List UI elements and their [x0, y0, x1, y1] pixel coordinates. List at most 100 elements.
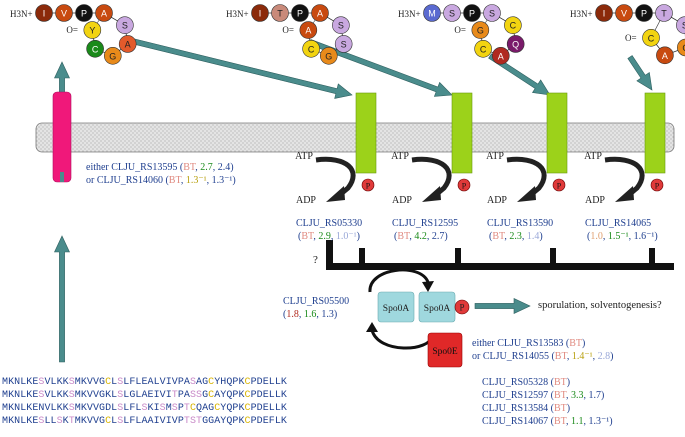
residue-1-9: [83, 21, 102, 39]
sequence-row: MKNLKENVLKKSMKVVGDLSLFLSKISMSPTCQAGCYQPK…: [2, 403, 287, 414]
residue-2-4: [311, 4, 329, 22]
spo0e-label: Spo0E: [432, 347, 458, 357]
residue-3-5: [504, 16, 522, 34]
residue-2-8: [302, 40, 320, 58]
residue-letter-3-7: A: [498, 51, 504, 61]
residue-letter-1-9: Y: [89, 26, 95, 36]
residue-letter-1-7: G: [109, 51, 116, 61]
phosphorylation-arc: [368, 268, 430, 293]
residue-1-5: [116, 16, 134, 34]
kinase-gene-name-4: CLJU_RS14065: [585, 218, 652, 229]
sequence-row: MKNLKESVLKKSMKVVGKLSLGLAEIVITPASSGCAYQPK…: [2, 390, 287, 401]
adp-label-3: ADP: [487, 195, 507, 206]
residue-2-3: [291, 4, 309, 22]
residue-2-9: [299, 21, 318, 39]
residue-3-8: [474, 40, 492, 58]
adp-label-2: ADP: [392, 195, 412, 206]
residue-letter-1-6: A: [125, 39, 131, 49]
residue-letter-2-5: S: [338, 21, 344, 31]
arrow-peptide2-to-kinase2: [308, 39, 453, 97]
kinase-gene-values-4: (1.0, 1.5⁻¹, 1.6⁻¹): [587, 231, 658, 242]
kinase-gene-values-2: (BT, 4.2, 2.7): [394, 231, 448, 242]
histidine-kinase-2: [451, 92, 473, 174]
residue-letter-1-5: S: [122, 21, 128, 31]
residue-2-7: [319, 46, 338, 65]
carbonyl-oxygen-4: O=: [625, 33, 637, 43]
spo0a-phospho: [454, 299, 470, 315]
histidine-kinase-4: [644, 92, 666, 174]
residue-letter-2-8: C: [308, 44, 315, 54]
residue-2-2: [271, 4, 289, 22]
phospho-label-4: P: [655, 182, 660, 191]
residue-3-6: [506, 35, 525, 53]
histidine-kinase-1: [355, 92, 377, 174]
spo0e-box: [427, 332, 463, 368]
arrow-to-outcome: [474, 298, 531, 314]
sequence-gene-label: CLJU_RS13584 (BT): [482, 403, 571, 414]
sequence-row: MKNLKESLLSKTMKVVGCLSLFLAAIVIVPTSTGGAYQPK…: [2, 416, 287, 427]
phospho-3: [552, 178, 566, 192]
phospho-label-3: P: [557, 182, 562, 191]
residue-letter-3-2: S: [449, 9, 455, 19]
spo0a-gene-name: CLJU_RS05500: [283, 296, 350, 307]
residue-3-2: [443, 4, 461, 22]
residue-letter-2-7: G: [325, 51, 332, 61]
residue-letter-4-3: P: [641, 9, 647, 19]
carbonyl-oxygen-2: O=: [282, 25, 294, 35]
carbonyl-oxygen-1: O=: [66, 25, 78, 35]
n-terminus-label-2: H3N+: [226, 9, 249, 19]
spo0a-label-2: Spo0A: [424, 304, 451, 314]
spo0a-label-1: Spo0A: [383, 304, 410, 314]
residue-letter-2-3: P: [297, 9, 303, 19]
residue-letter-4-6: G: [682, 43, 685, 53]
atp-label-4: ATP: [584, 151, 602, 162]
phospho-4: [650, 178, 664, 192]
residue-letter-3-3: P: [469, 9, 475, 19]
adp-label-1: ADP: [296, 195, 316, 206]
outcome-label: sporulation, solventogenesis?: [538, 300, 662, 311]
residue-letter-2-6: S: [341, 39, 347, 49]
residue-letter-4-4: T: [661, 9, 667, 19]
kinase-gene-name-3: CLJU_RS13590: [487, 218, 554, 229]
residue-4-6: [677, 38, 685, 57]
residue-1-2: [55, 4, 73, 22]
phospho-label-2: P: [462, 182, 467, 191]
spo0a-gene-values: (1.8, 1.6, 1.3): [283, 309, 338, 320]
arrow-peptide4-to-kinase4: [627, 55, 653, 91]
atp-adp-arrowhead-1: [326, 186, 345, 202]
membrane: [35, 122, 675, 153]
residue-1-4: [95, 4, 113, 22]
n-terminus-label-3: H3N+: [398, 9, 421, 19]
residue-letter-2-1: I: [259, 9, 262, 19]
kinase-gene-values-1: (BT, 2.9, 1.0⁻¹): [298, 231, 361, 242]
residue-letter-4-2: V: [621, 9, 627, 19]
residue-letter-3-9: G: [477, 26, 484, 36]
sequence-gene-label: CLJU_RS05328 (BT): [482, 377, 571, 388]
arrow-peptide1-to-kinase1: [127, 37, 353, 99]
residue-letter-2-9: A: [305, 26, 311, 36]
residue-letter-3-6: Q: [512, 39, 519, 49]
residue-letter-3-8: C: [480, 44, 487, 54]
phospho-label-1: P: [366, 182, 371, 191]
n-terminus-label-1: H3N+: [10, 9, 33, 19]
phospho-2: [457, 178, 471, 192]
spo0e-gene-line-1: either CLJU_RS13583 (BT): [472, 338, 586, 349]
residue-4-1: [595, 4, 613, 22]
histidine-kinase-3: [546, 92, 568, 174]
sequence-gene-label: CLJU_RS12597 (BT, 3.3, 1.7): [482, 390, 605, 401]
residue-1-3: [75, 4, 93, 22]
kinase-gene-name-1: CLJU_RS05330: [296, 218, 363, 229]
relay-branch-3: [550, 248, 556, 266]
residue-letter-1-8: C: [92, 44, 99, 54]
atp-label-1: ATP: [295, 151, 313, 162]
residue-2-6: [334, 35, 353, 53]
phospho-1: [361, 178, 375, 192]
arrow-seq-to-receptor-lower: [54, 235, 70, 363]
atp-adp-arrowhead-3: [517, 186, 536, 202]
relay-left-stub: [326, 240, 333, 270]
residue-1-1: [35, 4, 53, 22]
